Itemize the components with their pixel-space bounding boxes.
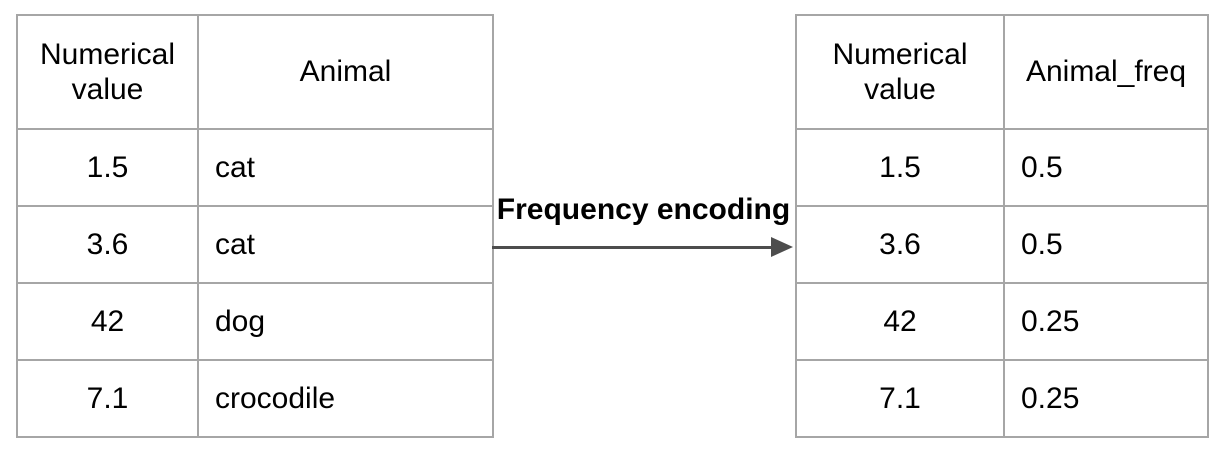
cell-animal: cat: [197, 205, 494, 284]
table-row: 3.6 cat: [16, 205, 494, 284]
cell-numerical-value: 42: [795, 282, 1005, 361]
output-table: Numerical value Animal_freq 1.5 0.5 3.6 …: [795, 14, 1209, 438]
cell-animal: crocodile: [197, 359, 494, 438]
cell-animal-freq: 0.25: [1003, 282, 1209, 361]
transformation-arrow-zone: Frequency encoding: [492, 0, 795, 462]
cell-numerical-value: 7.1: [795, 359, 1005, 438]
cell-numerical-value: 7.1: [16, 359, 199, 438]
cell-animal: cat: [197, 128, 494, 207]
table-row: 1.5 0.5: [795, 128, 1209, 207]
table-row: 7.1 0.25: [795, 359, 1209, 438]
column-header-numerical-value: Numerical value: [16, 14, 199, 130]
column-header-animal-freq: Animal_freq: [1003, 14, 1209, 130]
table-row: 42 dog: [16, 282, 494, 361]
table-header-row: Numerical value Animal: [16, 14, 494, 130]
cell-numerical-value: 1.5: [795, 128, 1005, 207]
table-row: 3.6 0.5: [795, 205, 1209, 284]
cell-animal-freq: 0.25: [1003, 359, 1209, 438]
column-header-animal: Animal: [197, 14, 494, 130]
cell-animal: dog: [197, 282, 494, 361]
table-row: 42 0.25: [795, 282, 1209, 361]
column-header-numerical-value: Numerical value: [795, 14, 1005, 130]
arrow-line: [492, 246, 773, 249]
arrow-head-icon: [771, 237, 793, 257]
cell-numerical-value: 42: [16, 282, 199, 361]
table-row: 7.1 crocodile: [16, 359, 494, 438]
cell-animal-freq: 0.5: [1003, 205, 1209, 284]
cell-numerical-value: 3.6: [16, 205, 199, 284]
cell-numerical-value: 3.6: [795, 205, 1005, 284]
table-header-row: Numerical value Animal_freq: [795, 14, 1209, 130]
cell-animal-freq: 0.5: [1003, 128, 1209, 207]
table-row: 1.5 cat: [16, 128, 494, 207]
input-table: Numerical value Animal 1.5 cat 3.6 cat 4…: [16, 14, 494, 438]
arrow-label: Frequency encoding: [496, 193, 791, 226]
cell-numerical-value: 1.5: [16, 128, 199, 207]
